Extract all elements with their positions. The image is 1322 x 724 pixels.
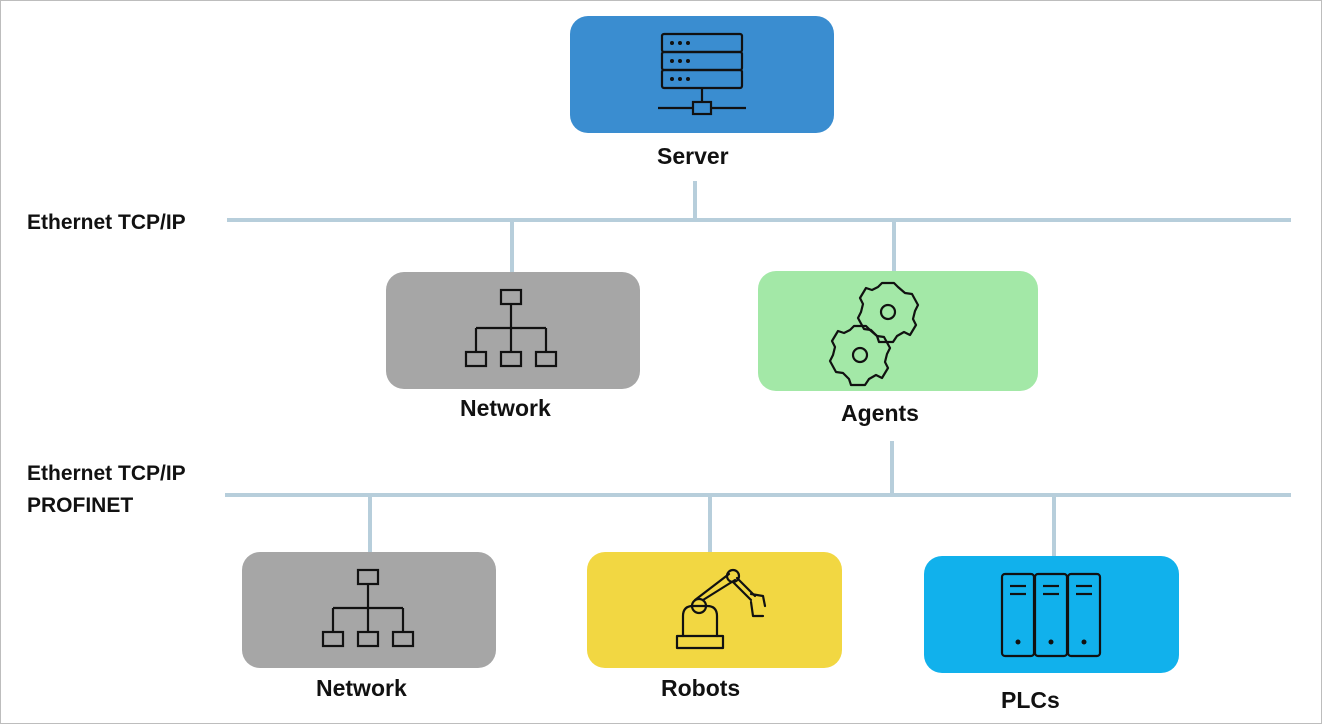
robots-node[interactable] — [587, 552, 842, 668]
connector-network-bottom — [368, 496, 372, 552]
server-icon — [658, 32, 746, 116]
agents-label: Agents — [841, 400, 919, 426]
connector-plcs — [1052, 496, 1056, 556]
network-top-node[interactable] — [386, 272, 640, 389]
robot-arm-icon — [675, 568, 767, 650]
network-icon — [321, 568, 415, 648]
server-node[interactable] — [570, 16, 834, 133]
bus-bottom-label: Ethernet TCP/IP PROFINET — [27, 458, 186, 522]
bus-line-top — [227, 218, 1291, 222]
connector-agents-top — [892, 221, 896, 272]
gears-icon — [828, 281, 920, 387]
plcs-label: PLCs — [1001, 687, 1060, 713]
bus-bottom-label-line2: PROFINET — [27, 494, 134, 517]
network-icon — [464, 288, 558, 368]
bus-top-label: Ethernet TCP/IP — [27, 211, 186, 234]
bus-line-bottom — [225, 493, 1291, 497]
robots-label: Robots — [661, 675, 741, 701]
network-bottom-node[interactable] — [242, 552, 496, 668]
connector-robots — [708, 496, 712, 552]
connector-agents-bottom — [890, 441, 894, 494]
connector-network-top — [510, 221, 514, 272]
plc-icon — [1000, 572, 1102, 658]
connector-server — [693, 181, 697, 219]
network-bottom-label: Network — [316, 675, 407, 701]
bus-bottom-label-line1: Ethernet TCP/IP — [27, 462, 186, 485]
plcs-node[interactable] — [924, 556, 1179, 673]
network-top-label: Network — [460, 395, 551, 421]
agents-node[interactable] — [758, 271, 1038, 391]
server-label: Server — [657, 143, 729, 169]
